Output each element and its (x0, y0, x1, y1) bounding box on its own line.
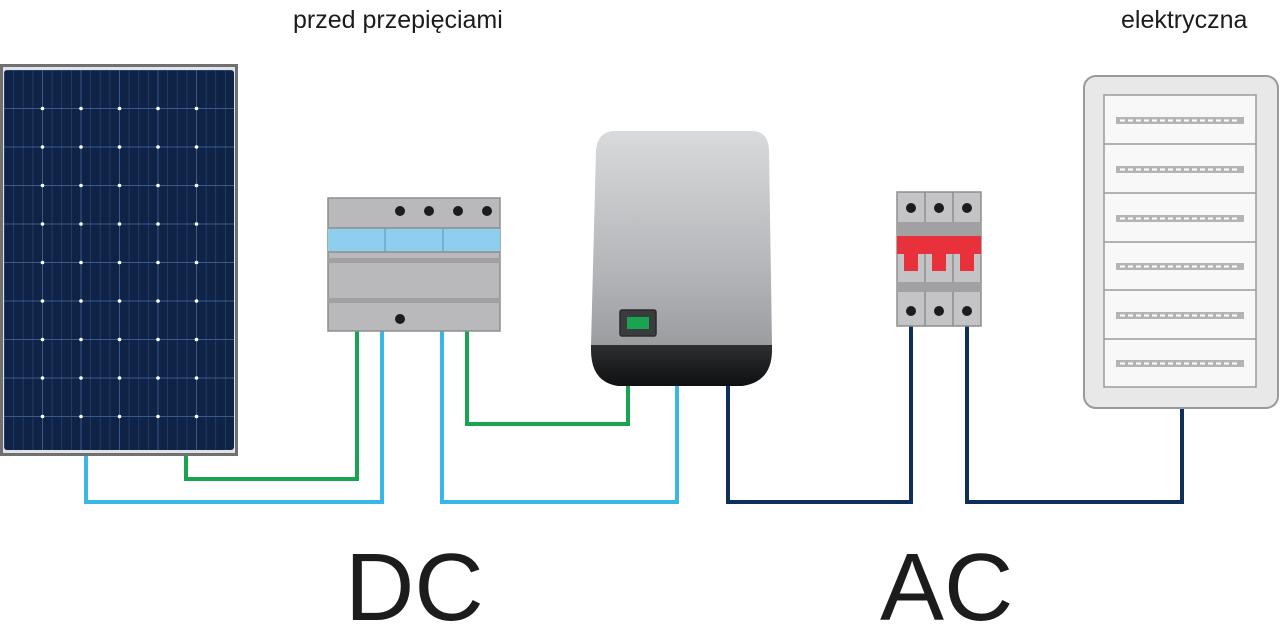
dc-surge-protector-icon (327, 197, 501, 332)
dc-wiring (84, 330, 679, 504)
ac-wire-breaker-to-board (965, 325, 1184, 504)
inverter-icon (591, 131, 772, 386)
dc-plus-wire-spd-to-inverter (440, 330, 679, 504)
dc-minus-wire-spd-to-inverter (465, 330, 630, 426)
ac-wiring (726, 325, 1184, 504)
distribution-board-caption: elektryczna (1121, 6, 1248, 34)
ac-section-label: AC (880, 534, 1014, 641)
dc-section-label: DC (345, 534, 484, 641)
solar-panel-icon (0, 64, 238, 456)
dc-minus-wire-panel-to-spd (184, 330, 359, 481)
distribution-board-icon (1083, 75, 1279, 409)
surge-protector-caption: przed przepięciami (293, 6, 503, 34)
dc-plus-wire-panel-to-spd (84, 330, 384, 504)
ac-wire-inverter-to-breaker (726, 325, 913, 504)
ac-circuit-breaker-icon (896, 191, 982, 327)
